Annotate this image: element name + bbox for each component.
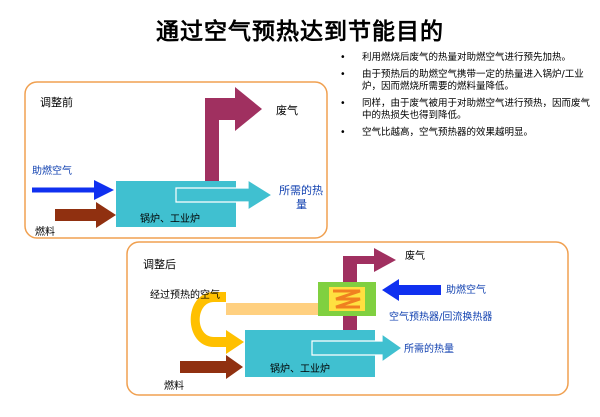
before-exhaust-label: 废气 [276, 103, 298, 117]
after-heat-label: 所需的热量 [404, 342, 454, 355]
before-air-label: 助燃空气 [32, 164, 72, 177]
after-air-arrow [382, 279, 441, 301]
preheated-air-label: 经过预热的空气 [150, 288, 220, 301]
after-heat-arrow [311, 332, 404, 364]
before-furnace-label: 锅炉、工业炉 [140, 213, 200, 225]
before-panel-label: 调整前 [40, 95, 73, 109]
after-exhaust-label: 废气 [405, 249, 425, 262]
preheated-air-return-arrow [190, 292, 244, 354]
bullet-item: 同样，由于废气被用于对助燃空气进行预热，因而废气中的热损失也得到降低。 [335, 98, 595, 123]
air-preheater-label: 空气预热器/回流换热器 [389, 310, 492, 323]
air-preheater-coil [333, 289, 361, 309]
bullet-item: 由于预热后的助燃空气携带一定的热量进入锅炉/工业炉，因而燃烧所需要的燃料量降低。 [335, 69, 595, 94]
bullet-item: 利用燃烧后废气的热量对助燃空气进行预先加热。 [335, 52, 595, 65]
after-panel-frame [126, 241, 569, 396]
page-title: 通过空气预热达到节能目的 [156, 19, 444, 45]
after-panel-label: 调整后 [143, 257, 176, 271]
after-fuel-label: 燃料 [164, 379, 184, 392]
before-fuel-arrow [55, 202, 116, 228]
before-exhaust-duct [205, 87, 262, 181]
bullet-list: 利用燃烧后废气的热量对助燃空气进行预先加热。 由于预热后的助燃空气携带一定的热量… [335, 52, 595, 143]
before-heat-arrow [175, 178, 274, 212]
after-fuel-arrow [180, 355, 243, 379]
before-heat-label: 所需的热 [279, 183, 323, 197]
before-panel-frame [24, 81, 328, 239]
before-heat-label-2: 量 [296, 198, 307, 211]
bullet-item: 空气比越高，空气预热器的效果越明显。 [335, 127, 595, 140]
after-air-label: 助燃空气 [446, 283, 486, 296]
before-fuel-label: 燃料 [35, 225, 55, 238]
after-furnace-label: 锅炉、工业炉 [270, 363, 330, 375]
